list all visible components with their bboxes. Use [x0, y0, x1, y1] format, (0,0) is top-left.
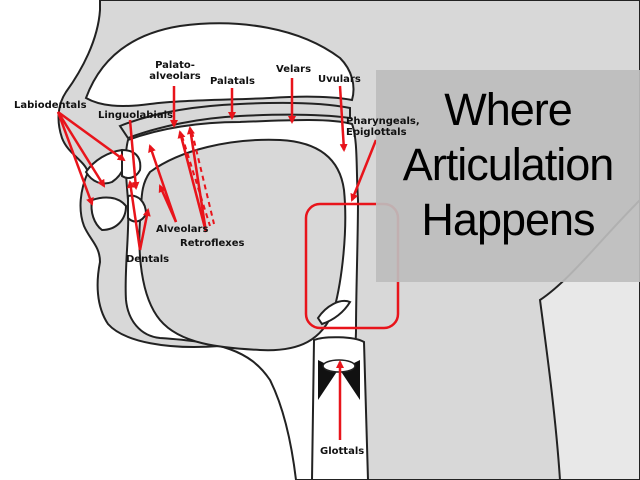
- diagram-title: Where Articulation Happens: [376, 82, 640, 247]
- label-labiodentals: Labiodentals: [14, 100, 87, 111]
- label-retroflexes: Retroflexes: [180, 238, 244, 249]
- label-palatals: Palatals: [210, 76, 255, 87]
- label-dentals: Dentals: [126, 254, 169, 265]
- title-line-2: Articulation: [376, 137, 640, 192]
- label-palato-alveolars-line-1: Palato-: [148, 60, 202, 71]
- label-alveolars: Alveolars: [156, 224, 208, 235]
- label-pharyngeals: Pharyngeals, Epiglottals: [346, 116, 420, 138]
- label-linguolabials: Linguolabials: [98, 110, 173, 121]
- label-velars: Velars: [276, 64, 311, 75]
- label-palato-alveolars-line-2: alveolars: [148, 71, 202, 82]
- label-pharyngeals-line-2: Epiglottals: [346, 127, 420, 138]
- label-palato-alveolars: Palato- alveolars: [148, 60, 202, 82]
- title-line-3: Happens: [376, 192, 640, 247]
- label-uvulars: Uvulars: [318, 74, 361, 85]
- label-glottals: Glottals: [320, 446, 364, 457]
- label-pharyngeals-line-1: Pharyngeals,: [346, 116, 420, 127]
